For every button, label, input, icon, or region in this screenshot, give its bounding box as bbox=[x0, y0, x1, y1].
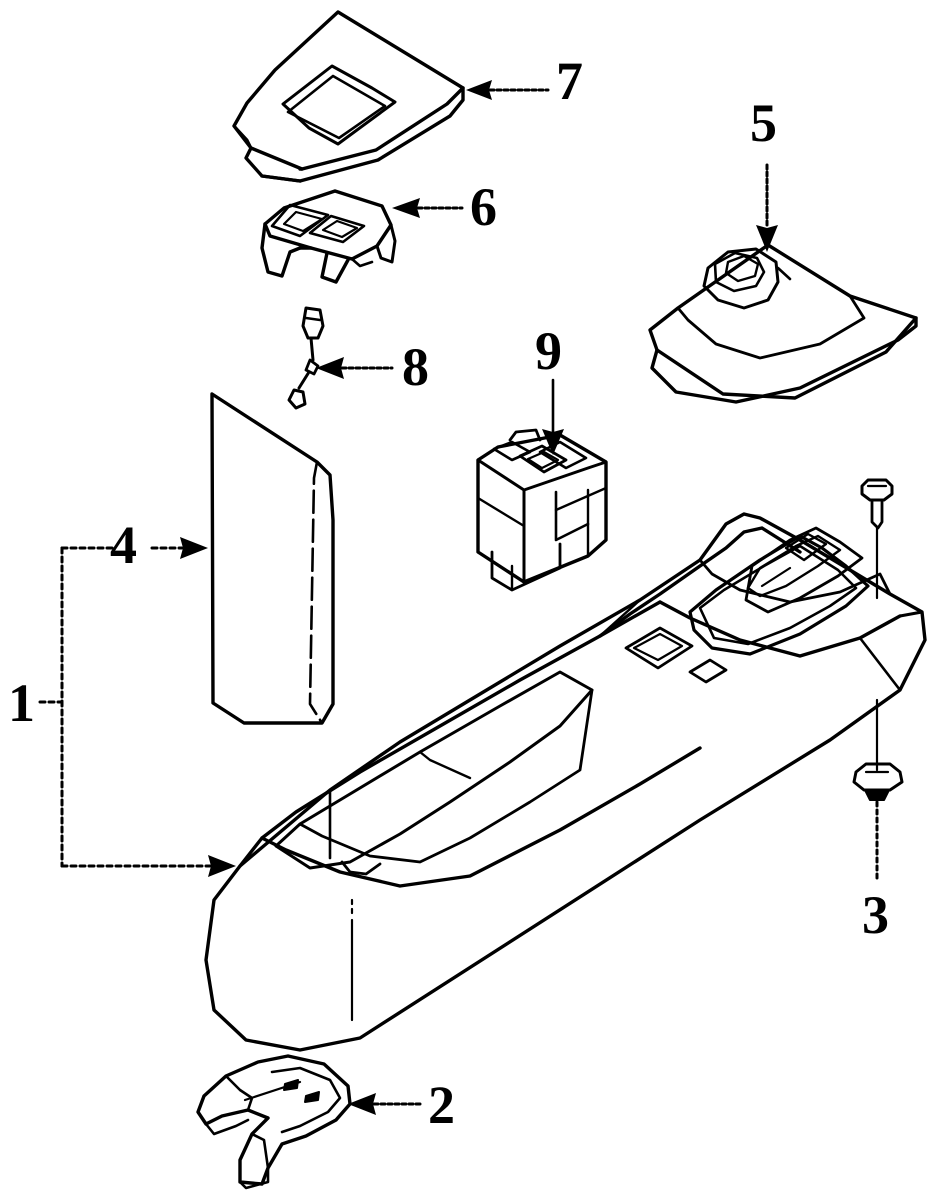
callout-number-9[interactable]: 9 bbox=[535, 321, 562, 381]
part-screw-fastener[interactable] bbox=[860, 478, 894, 600]
leader-line-6 bbox=[392, 198, 464, 218]
part-shift-boot[interactable] bbox=[648, 243, 918, 404]
callout-number-4[interactable]: 4 bbox=[110, 515, 137, 575]
callout-number-1[interactable]: 1 bbox=[8, 673, 35, 733]
callout-number-7[interactable]: 7 bbox=[556, 51, 583, 111]
part-console-body[interactable] bbox=[204, 512, 927, 1052]
leader-line-8 bbox=[316, 357, 394, 379]
part-cigarette-lighter[interactable] bbox=[476, 428, 608, 592]
leader-line-9 bbox=[542, 378, 564, 455]
part-switch-bezel[interactable] bbox=[260, 189, 397, 284]
leader-line-4 bbox=[60, 537, 208, 559]
leader-bracket-1 bbox=[38, 546, 236, 877]
leader-line-7 bbox=[466, 80, 550, 100]
part-bulb-socket[interactable] bbox=[287, 306, 325, 410]
part-console-bracket[interactable] bbox=[196, 1054, 352, 1190]
callout-number-6[interactable]: 6 bbox=[470, 177, 497, 237]
callout-number-8[interactable]: 8 bbox=[402, 337, 429, 397]
leader-line-5 bbox=[756, 163, 778, 252]
leader-line-2 bbox=[348, 1093, 422, 1115]
callout-number-3[interactable]: 3 bbox=[862, 885, 889, 945]
part-side-trim-panel[interactable] bbox=[210, 392, 335, 725]
part-retainer-clip[interactable] bbox=[852, 698, 904, 801]
callout-number-5[interactable]: 5 bbox=[750, 93, 777, 153]
part-armrest-lid[interactable] bbox=[232, 10, 465, 183]
callout-number-2[interactable]: 2 bbox=[428, 1075, 455, 1135]
